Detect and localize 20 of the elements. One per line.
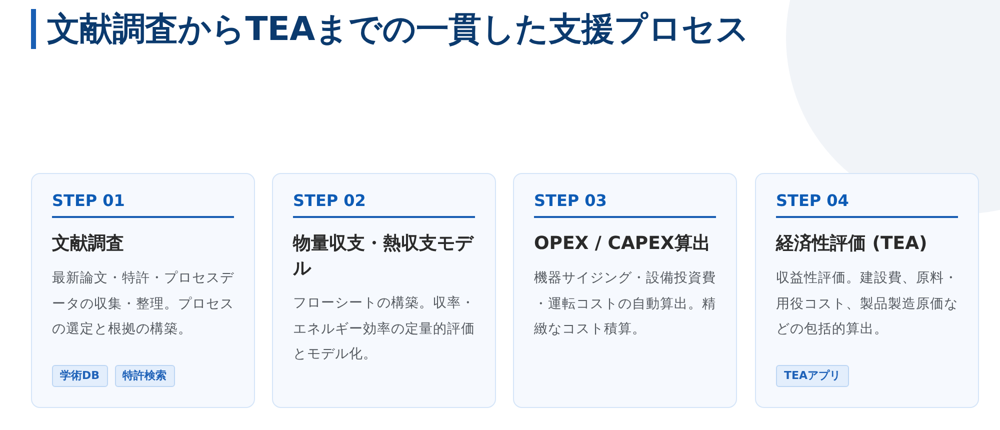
- step-title: 文献調査: [52, 232, 125, 256]
- step-description: 機器サイジング・設備投資費・運転コストの自動算出。精緻なコスト積算。: [534, 269, 716, 339]
- tool-tag: TEAアプリ: [776, 365, 849, 387]
- tool-tag: 学術DB: [52, 365, 108, 387]
- step-label: STEP 04: [776, 191, 958, 218]
- step-description: フローシートの構築。収率・エネルギー効率の定量的評価とモデル化。: [293, 294, 475, 364]
- page-title: 文献調査からTEAまでの一貫した支援プロセス: [47, 8, 749, 50]
- step-card: [31, 173, 255, 408]
- tool-tag: 特許検索: [114, 365, 175, 387]
- step-label: STEP 02: [293, 191, 475, 218]
- step-card: [272, 173, 496, 408]
- step-card: [513, 173, 737, 408]
- step-label: STEP 03: [534, 191, 716, 218]
- step-title: 物量収支・熱収支モデル: [293, 232, 475, 281]
- step-title: 経済性評価 (TEA): [776, 232, 928, 256]
- step-description: 収益性評価。建設費、原料・用役コスト、製品製造原価などの包括的算出。: [776, 269, 958, 339]
- step-label: STEP 01: [52, 191, 234, 218]
- step-description: 最新論文・特許・プロセスデータの収集・整理。プロセスの選定と根拠の構築。: [52, 269, 234, 339]
- step-card: [755, 173, 979, 408]
- step-title: OPEX / CAPEX算出: [534, 232, 712, 256]
